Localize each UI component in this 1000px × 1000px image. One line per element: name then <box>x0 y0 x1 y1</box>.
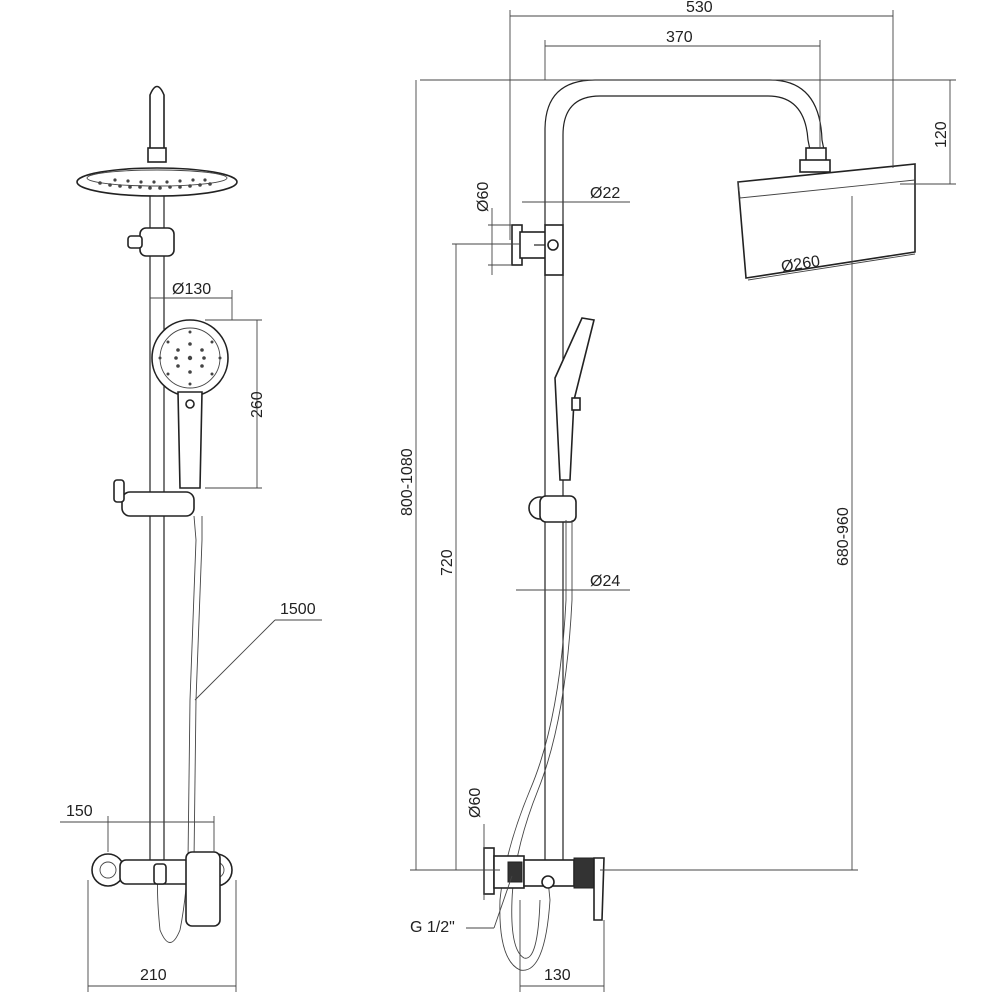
front-rain-head <box>76 167 238 197</box>
front-view: Ø130 260 1500 150 210 <box>60 85 322 992</box>
dim-side-rain-head-diameter: Ø260 <box>747 253 916 281</box>
dim-front-handshower-length: 260 <box>205 319 266 489</box>
dim-side-riser-diameter: Ø24 <box>516 573 630 591</box>
side-head-neck <box>799 159 831 173</box>
side-view: 530 370 120 Ø60 Ø22 <box>399 0 956 992</box>
dim-side-upper-pipe-diameter: Ø22 <box>522 185 630 203</box>
dim-front-hose-length: 1500 <box>194 601 322 701</box>
label-riser-diameter: Ø24 <box>590 573 620 590</box>
dim-side-bracket-height: 720 <box>439 243 520 870</box>
dim-front-head-diameter: Ø130 <box>149 281 233 320</box>
dim-side-arm-reach: 370 <box>544 29 821 148</box>
label-mixer-depth: 130 <box>544 967 571 984</box>
dim-side-mixer-depth: 130 <box>519 900 605 992</box>
front-slide-bracket <box>113 479 195 517</box>
dim-side-head-height-range: 680-960 <box>600 196 858 871</box>
label-overall-height: 800-1080 <box>399 448 416 516</box>
label-escutcheon-diameter: Ø60 <box>467 788 484 818</box>
side-mixer <box>483 847 605 921</box>
side-slide-bracket <box>528 495 577 523</box>
label-bracket-diameter: Ø60 <box>475 182 492 212</box>
dim-front-inlet-spacing: 150 <box>60 803 215 852</box>
side-arm-inner <box>562 95 811 225</box>
side-hose <box>499 520 567 971</box>
label-upper-pipe-diameter: Ø22 <box>590 185 620 202</box>
dim-side-head-drop: 120 <box>420 79 956 185</box>
front-head-connector <box>147 147 167 163</box>
dim-side-bracket-diameter: Ø60 <box>475 182 512 275</box>
label-head-height-range: 680-960 <box>835 507 852 566</box>
label-inlet-spacing: 150 <box>66 803 93 820</box>
label-arm-reach: 370 <box>666 29 693 46</box>
dim-side-overall-height: 800-1080 <box>399 80 500 871</box>
front-top-pipe <box>149 85 165 151</box>
label-mixer-width: 210 <box>140 967 167 984</box>
dim-side-overall-width: 530 <box>509 0 894 240</box>
label-head-drop: 120 <box>933 121 950 148</box>
dim-front-mixer-width: 210 <box>87 880 237 992</box>
label-overall-width: 530 <box>686 0 713 16</box>
front-mixer <box>91 851 233 927</box>
label-head-diameter: Ø130 <box>172 281 211 298</box>
dim-side-thread: G 1/2" <box>410 875 513 936</box>
label-thread: G 1/2" <box>410 919 455 936</box>
dim-side-escutcheon-diameter: Ø60 <box>467 788 485 900</box>
side-upper-bracket <box>511 224 564 276</box>
label-hose-length: 1500 <box>280 601 316 618</box>
front-hand-shower <box>151 319 229 489</box>
side-rain-head <box>737 163 916 279</box>
label-bracket-height: 720 <box>439 549 456 576</box>
front-diverter-knob <box>127 227 175 257</box>
side-hand-shower <box>554 317 595 481</box>
label-handshower-length: 260 <box>249 391 266 418</box>
front-hose-outline <box>193 516 203 861</box>
label-rain-head-diameter: Ø260 <box>780 253 821 276</box>
